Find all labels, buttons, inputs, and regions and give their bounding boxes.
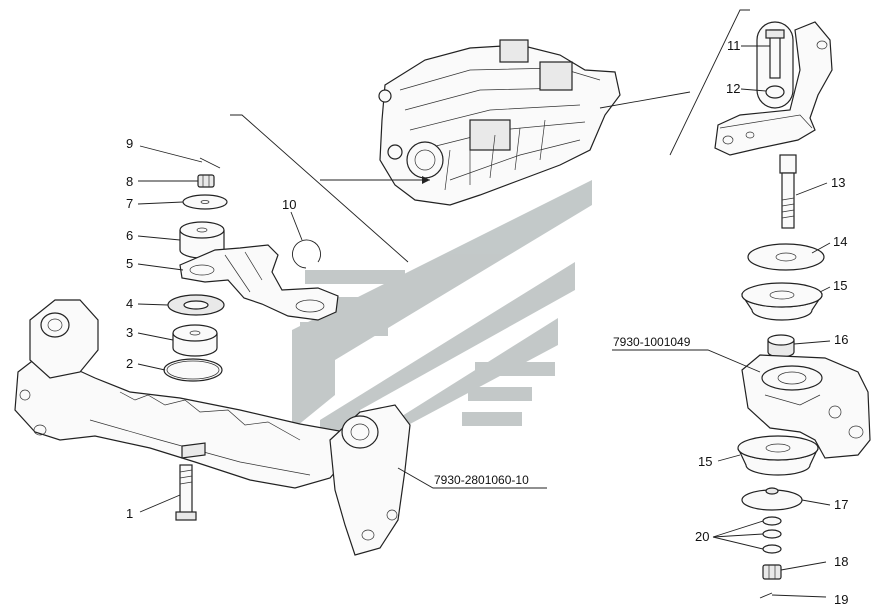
spring-washer-2: [762, 529, 782, 539]
rear-castle-nut-part: [762, 564, 782, 580]
callout-19: 19: [834, 592, 848, 607]
callout-13: 13: [831, 175, 845, 190]
callout-14: 14: [833, 234, 847, 249]
stud-part: [779, 154, 797, 229]
leader-lines: [137, 45, 831, 598]
callout-10: 10: [282, 197, 296, 212]
callout-18: 18: [834, 554, 848, 569]
lower-cushion-part: [172, 324, 218, 357]
callout-3: 3: [126, 325, 133, 340]
split-pin-part: [199, 157, 221, 169]
spring-washer-1: [762, 516, 782, 526]
callout-15-lower: 15: [698, 454, 712, 469]
small-washer-part: [765, 85, 785, 99]
watermark-logo: [292, 180, 592, 500]
part-number-rear-support: 7930-1001049: [613, 335, 691, 349]
leader-engine-front: [230, 114, 409, 263]
callout-11: 11: [727, 38, 741, 53]
callout-8: 8: [126, 174, 133, 189]
castle-nut-part: [197, 174, 215, 188]
bushing-part: [767, 334, 795, 358]
rear-split-pin-part: [759, 592, 773, 599]
callout-4: 4: [126, 296, 133, 311]
washer-part: [182, 194, 228, 210]
rear-support-housing: [741, 354, 871, 459]
callout-15-upper: 15: [833, 278, 847, 293]
callout-6: 6: [126, 228, 133, 243]
bolt-part: [175, 464, 197, 521]
callout-1: 1: [126, 506, 133, 521]
bracket-rear: [669, 9, 750, 156]
callout-16: 16: [834, 332, 848, 347]
bracket-part: [179, 244, 339, 321]
callout-12: 12: [726, 81, 740, 96]
callout-9: 9: [126, 136, 133, 151]
upper-conical-cushion-part: [741, 282, 823, 321]
rear-bracket-part: [714, 21, 833, 156]
callout-2: 2: [126, 356, 133, 371]
engine-illustration: [378, 39, 621, 206]
lower-conical-cushion-part: [737, 435, 819, 476]
plate-part: [163, 358, 223, 382]
callout-7: 7: [126, 196, 133, 211]
callout-17: 17: [834, 497, 848, 512]
snap-ring-part: [292, 239, 321, 269]
callout-20: 20: [695, 529, 709, 544]
part-number-front-support: 7930-2801060-10: [434, 473, 529, 487]
front-axle-beam: [14, 299, 411, 556]
callout-5: 5: [126, 256, 133, 271]
spring-washer-3: [762, 544, 782, 554]
leader-engine-rear: [599, 91, 691, 109]
upper-dished-washer-part: [747, 243, 825, 271]
